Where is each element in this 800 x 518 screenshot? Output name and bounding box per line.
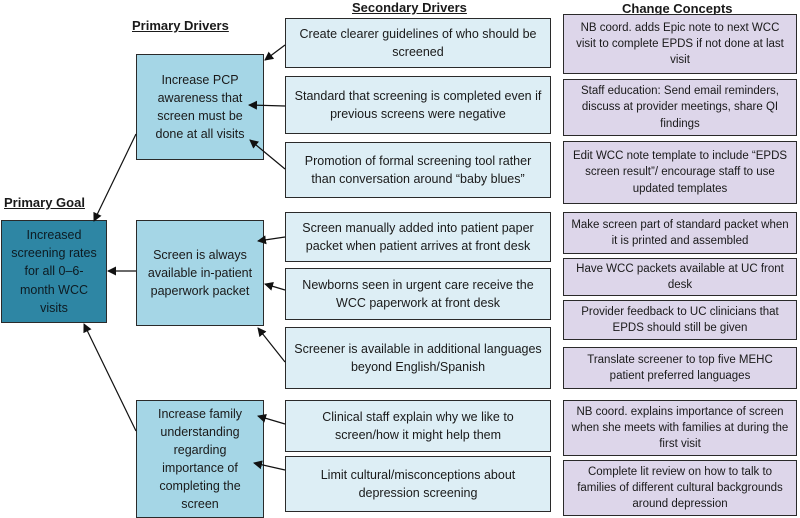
change-concepts-header: Change Concepts (622, 1, 733, 16)
arrow-driver1-to-goal (93, 133, 137, 222)
secondary-driver-7: Clinical staff explain why we like to sc… (285, 400, 551, 452)
change-concept-4: Make screen part of standard packet when… (563, 212, 797, 254)
change-concept-1: NB coord. adds Epic note to next WCC vis… (563, 14, 797, 74)
change-concept-8: NB coord. explains importance of screen … (563, 400, 797, 456)
arrow-sd5-to-pd2 (264, 281, 286, 291)
primary-drivers-header: Primary Drivers (132, 18, 229, 33)
primary-goal-header: Primary Goal (4, 195, 85, 210)
change-concept-7: Translate screener to top five MEHC pati… (563, 347, 797, 389)
secondary-driver-5: Newborns seen in urgent care receive the… (285, 268, 551, 320)
primary-driver-2: Screen is always available in-patient pa… (136, 220, 264, 326)
arrow-sd6-to-pd2 (257, 327, 286, 363)
arrow-driver3-to-goal (83, 323, 137, 432)
primary-goal-box: Increased screening rates for all 0–6-mo… (1, 220, 107, 323)
primary-driver-3: Increase family understanding regarding … (136, 400, 264, 518)
secondary-driver-6: Screener is available in additional lang… (285, 327, 551, 389)
change-concept-3: Edit WCC note template to include “EPDS … (563, 141, 797, 204)
secondary-drivers-header: Secondary Drivers (352, 0, 467, 15)
secondary-driver-1: Create clearer guidelines of who should … (285, 18, 551, 68)
change-concept-2: Staff education: Send email reminders, d… (563, 79, 797, 136)
change-concept-5: Have WCC packets available at UC front d… (563, 258, 797, 296)
secondary-driver-3: Promotion of formal screening tool rathe… (285, 142, 551, 198)
change-concept-9: Complete lit review on how to talk to fa… (563, 460, 797, 516)
primary-driver-1: Increase PCP awareness that screen must … (136, 54, 264, 160)
secondary-driver-2: Standard that screening is completed eve… (285, 76, 551, 134)
arrow-sd1-to-pd1 (264, 44, 286, 61)
secondary-driver-8: Limit cultural/misconceptions about depr… (285, 456, 551, 512)
secondary-driver-4: Screen manually added into patient paper… (285, 212, 551, 262)
change-concept-6: Provider feedback to UC clinicians that … (563, 300, 797, 340)
